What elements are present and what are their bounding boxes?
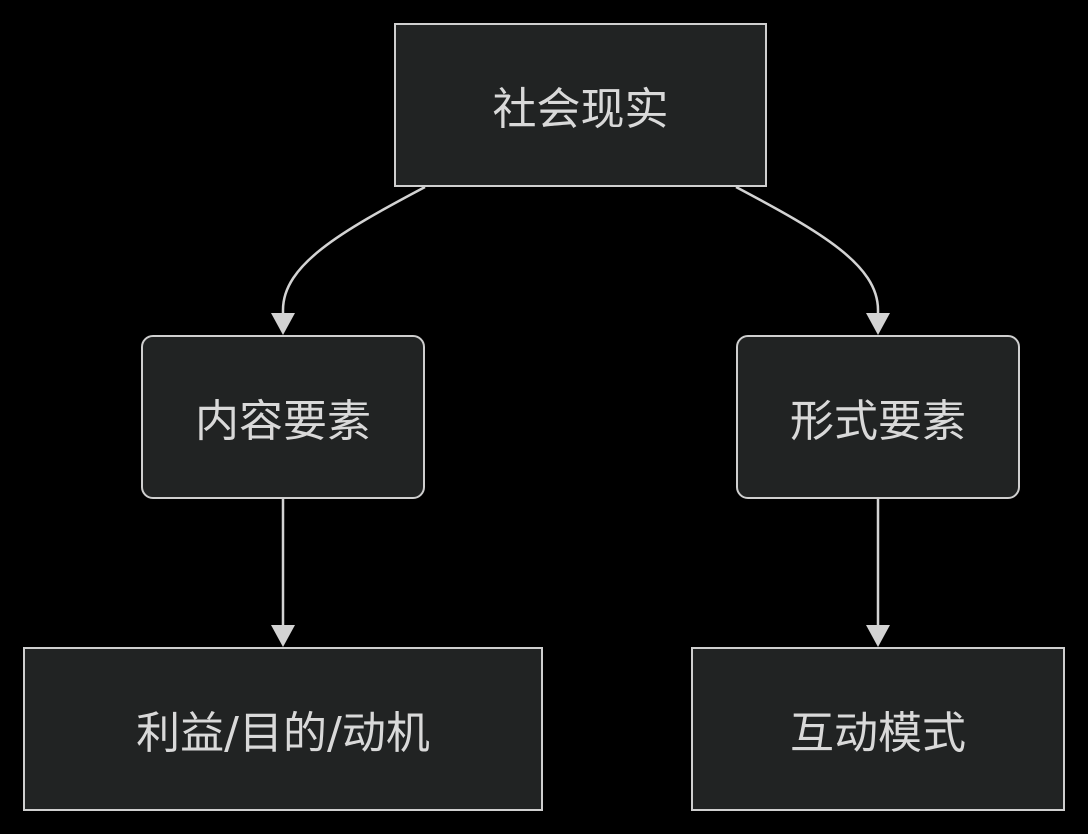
- node-label: 互动模式: [790, 708, 966, 759]
- edge-left-to-left-child-arrowhead: [271, 625, 295, 647]
- edge-root-to-right: [735, 185, 880, 313]
- node-label: 内容要素: [195, 396, 371, 447]
- edge-root-to-left: [281, 185, 426, 313]
- node-content-elements[interactable]: 内容要素: [141, 335, 425, 499]
- node-label: 利益/目的/动机: [136, 708, 430, 759]
- node-interaction-pattern[interactable]: 互动模式: [691, 647, 1065, 811]
- node-interest-purpose-motive[interactable]: 利益/目的/动机: [23, 647, 543, 811]
- node-label: 社会现实: [492, 84, 669, 135]
- edge-right-to-right-child-arrowhead: [866, 625, 890, 647]
- edge-root-to-right-arrowhead: [866, 313, 890, 335]
- node-social-reality[interactable]: 社会现实: [394, 23, 767, 187]
- node-label: 形式要素: [790, 396, 966, 447]
- edge-root-to-left-arrowhead: [271, 313, 295, 335]
- node-form-elements[interactable]: 形式要素: [736, 335, 1020, 499]
